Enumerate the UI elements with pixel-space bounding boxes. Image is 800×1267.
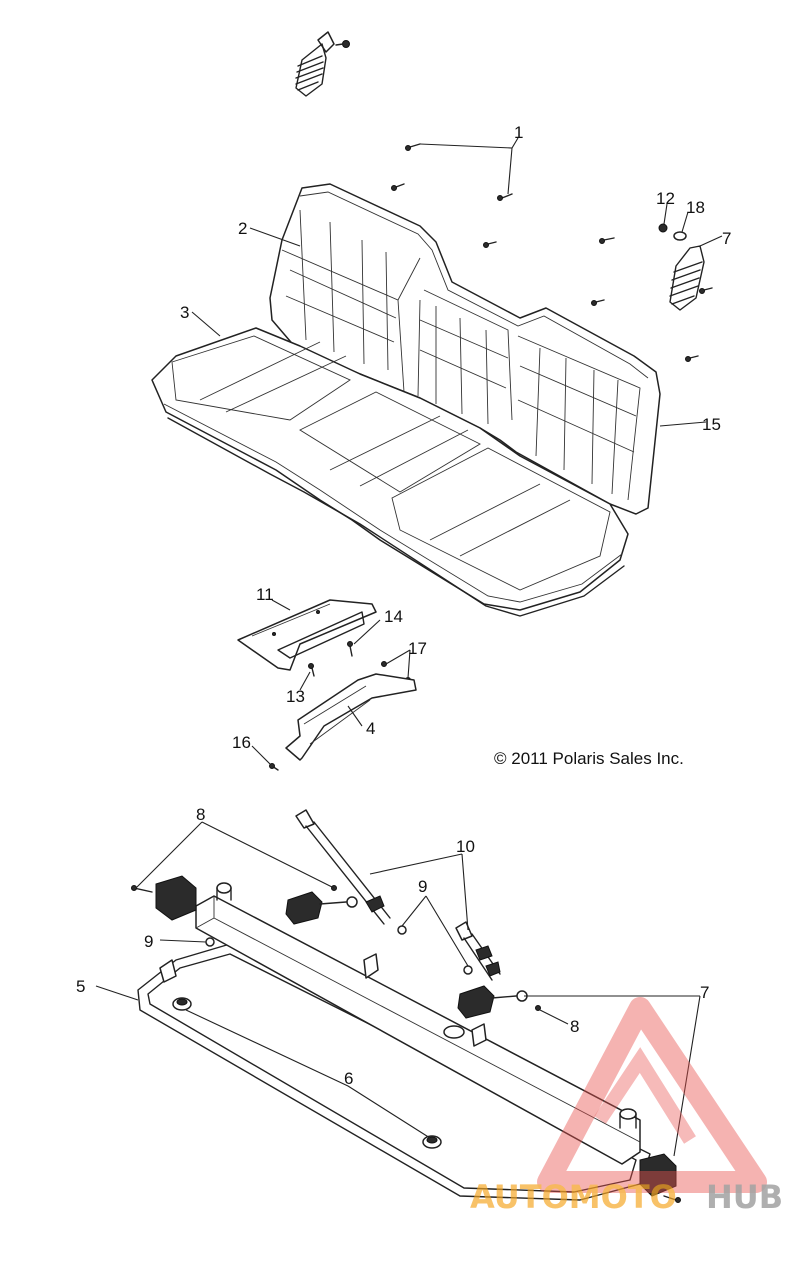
callout-number: 10 (456, 837, 475, 856)
leader-lines (95, 137, 723, 1157)
seat-latch-right (639, 1153, 681, 1203)
callout-number: 15 (702, 415, 721, 434)
callout-number: 11 (256, 585, 274, 604)
callout-number: 2 (238, 219, 247, 238)
seat-support-arm (285, 673, 417, 761)
seat-bottom (151, 327, 629, 617)
seat-frame (137, 943, 651, 1201)
seat-spring-right (658, 223, 705, 311)
seat-latch-left (131, 875, 197, 921)
screws-seat-back (391, 143, 713, 362)
seat-spring-upper (295, 31, 350, 97)
seat-crossmember (195, 882, 641, 1165)
callout-number: 7 (722, 229, 731, 248)
callout-number: 5 (76, 977, 85, 996)
copyright-text: © 2011 Polaris Sales Inc. (494, 749, 684, 768)
automotohub-watermark: AUTOMOTO HUB (470, 997, 783, 1216)
watermark-triangle (537, 997, 767, 1193)
callout-number: 17 (408, 639, 427, 658)
callout-number: 14 (384, 607, 403, 626)
grommets (172, 997, 442, 1149)
watermark-text-hub: HUB (706, 1178, 783, 1216)
callout-number: 18 (686, 198, 705, 217)
callout-number: 16 (232, 733, 251, 752)
callout-number: 3 (180, 303, 189, 322)
screw-14 (347, 641, 353, 657)
seatbelt-strap-right (455, 921, 501, 981)
seat-bracket (237, 599, 377, 671)
callout-number: 6 (344, 1069, 353, 1088)
callout-number: 8 (196, 805, 205, 824)
callout-number: 8 (570, 1017, 579, 1036)
screw-13 (308, 663, 315, 677)
screw-16 (269, 763, 279, 771)
callout-number: 12 (656, 189, 675, 208)
seatbelt-strap-left (295, 809, 391, 925)
callout-number: 9 (418, 877, 427, 896)
seat-back (269, 183, 661, 515)
callout-number: 4 (366, 719, 375, 738)
seatbelt-buckle-left (285, 885, 358, 925)
seatbelt-buckle-right (457, 985, 541, 1019)
watermark-text-automoto: AUTOMOTO (470, 1178, 677, 1216)
callout-number: 7 (700, 983, 709, 1002)
callout-number: 9 (144, 932, 153, 951)
callout-number: 13 (286, 687, 305, 706)
callout-number: 1 (514, 123, 523, 142)
